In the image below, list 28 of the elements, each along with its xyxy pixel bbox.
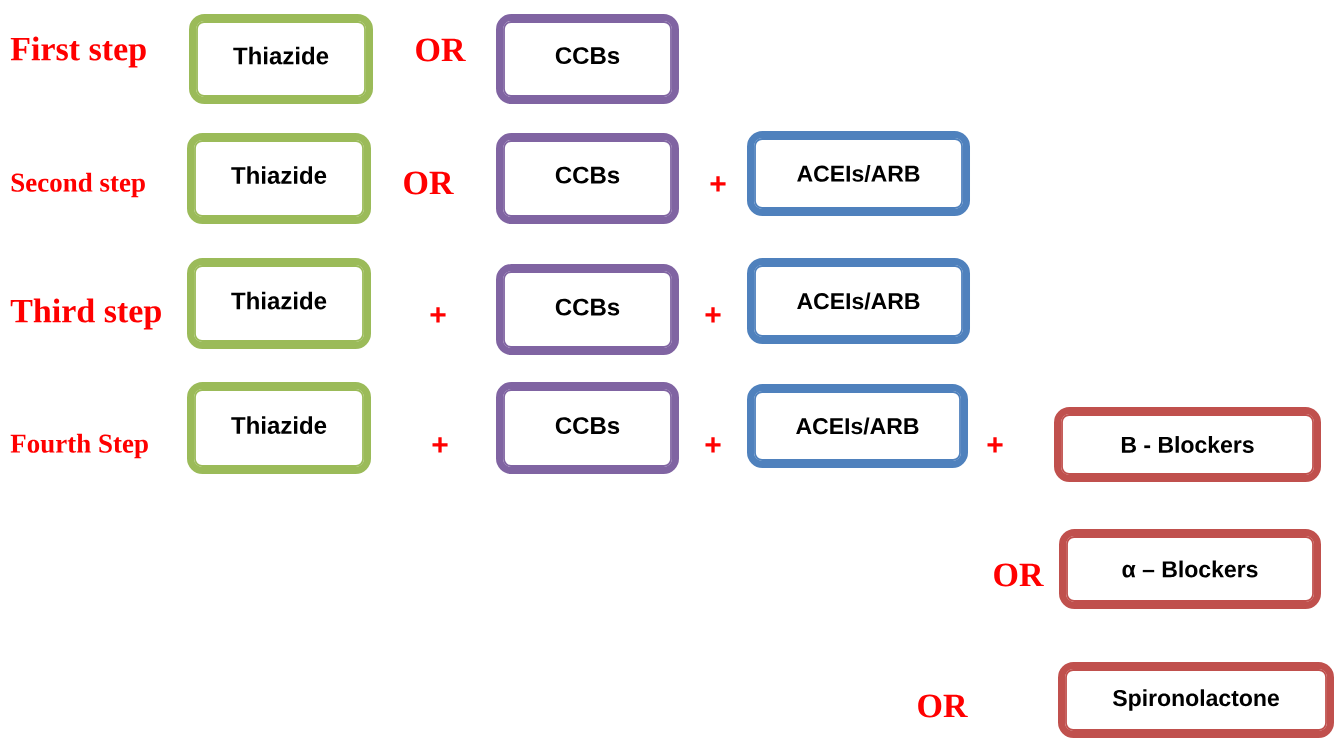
drug-box: Thiazide xyxy=(187,133,371,224)
plus-sign: + xyxy=(710,176,726,192)
step-label: Third step xyxy=(10,298,161,330)
step-label: Fourth Step xyxy=(10,433,148,459)
or-label: OR xyxy=(994,563,1044,587)
drug-box: B - Blockers xyxy=(1054,407,1321,482)
drug-box: CCBs xyxy=(496,133,679,224)
plus-sign: + xyxy=(430,307,446,323)
drug-box: α – Blockers xyxy=(1059,529,1321,609)
drug-box: ACEIs/ARB xyxy=(747,131,970,216)
drug-box: ACEIs/ARB xyxy=(747,258,970,344)
drug-box: CCBs xyxy=(496,264,679,355)
drug-box: Thiazide xyxy=(187,258,371,349)
or-label: OR xyxy=(404,171,454,195)
step-label: First step xyxy=(10,36,146,68)
or-label: OR xyxy=(918,694,968,718)
drug-box: CCBs xyxy=(496,14,679,104)
drug-box: Thiazide xyxy=(187,382,371,474)
plus-sign: + xyxy=(432,437,448,453)
drug-box: ACEIs/ARB xyxy=(747,384,968,468)
plus-sign: + xyxy=(705,307,721,323)
step-label: Second step xyxy=(11,172,145,198)
or-label: OR xyxy=(416,38,466,62)
drug-box: Spironolactone xyxy=(1058,662,1334,738)
plus-sign: + xyxy=(987,437,1003,453)
drug-box: Thiazide xyxy=(189,14,373,104)
drug-box: CCBs xyxy=(496,382,679,474)
plus-sign: + xyxy=(705,437,721,453)
